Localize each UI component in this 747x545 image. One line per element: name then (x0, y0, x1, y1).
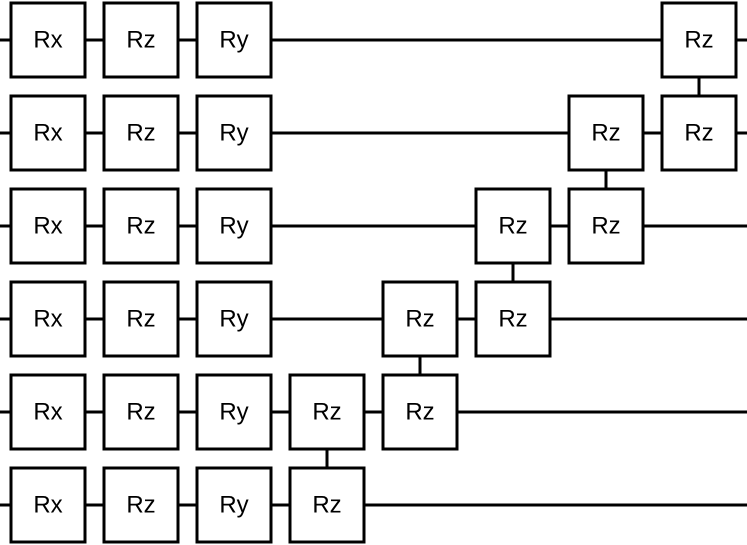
gate-box (102, 466, 180, 544)
gate-label: Rz (126, 491, 155, 518)
gate-box (288, 373, 366, 451)
gate-box (381, 373, 459, 451)
gate-rx-q3-c0: Rx (9, 280, 87, 358)
gate-rz-q3-c1: Rz (102, 280, 180, 358)
gate-rx-q1-c0: Rx (9, 94, 87, 172)
gate-label: Rz (312, 491, 341, 518)
gate-rz-q5-c1: Rz (102, 466, 180, 544)
gate-label: Rz (498, 305, 527, 332)
gate-label: Rx (33, 491, 62, 518)
gate-box (474, 187, 552, 265)
gate-label: Rz (126, 119, 155, 146)
gate-box (288, 466, 366, 544)
gate-box (567, 187, 645, 265)
gate-rx-q2-c0: Rx (9, 187, 87, 265)
gate-box (9, 1, 87, 79)
gate-box (102, 280, 180, 358)
gate-box (195, 1, 273, 79)
gate-label: Ry (219, 119, 248, 146)
gate-ry-q5-c2: Ry (195, 466, 273, 544)
gate-rz-q3-c5: Rz (474, 280, 552, 358)
gate-rz-q2-c1: Rz (102, 187, 180, 265)
gate-box (102, 94, 180, 172)
gate-ry-q0-c2: Ry (195, 1, 273, 79)
gate-label: Rx (33, 119, 62, 146)
gate-box (567, 94, 645, 172)
gate-rx-q4-c0: Rx (9, 373, 87, 451)
gate-label: Rz (684, 119, 713, 146)
gate-label: Ry (219, 305, 248, 332)
gate-label: Rz (126, 305, 155, 332)
gate-rz-q0-c1: Rz (102, 1, 180, 79)
gate-box (660, 1, 738, 79)
gate-label: Rz (591, 119, 620, 146)
gate-label: Ry (219, 398, 248, 425)
gate-rz-q0-c7: Rz (660, 1, 738, 79)
gate-rz-q4-c3: Rz (288, 373, 366, 451)
gate-label: Rz (126, 212, 155, 239)
gate-rx-q5-c0: Rx (9, 466, 87, 544)
gate-ry-q3-c2: Ry (195, 280, 273, 358)
gate-rz-q1-c6: Rz (567, 94, 645, 172)
gate-box (9, 94, 87, 172)
gate-ry-q2-c2: Ry (195, 187, 273, 265)
gate-rz-q4-c1: Rz (102, 373, 180, 451)
gate-rz-q5-c3: Rz (288, 466, 366, 544)
gate-box (195, 187, 273, 265)
gate-box (195, 94, 273, 172)
gate-label: Rz (591, 212, 620, 239)
gate-box (195, 466, 273, 544)
gate-label: Rz (312, 398, 341, 425)
gate-rz-q1-c1: Rz (102, 94, 180, 172)
gate-label: Rz (684, 26, 713, 53)
gate-ry-q1-c2: Ry (195, 94, 273, 172)
gate-label: Rz (126, 398, 155, 425)
gate-label: Rx (33, 26, 62, 53)
gate-box (195, 373, 273, 451)
gate-rz-q4-c4: Rz (381, 373, 459, 451)
gate-ry-q4-c2: Ry (195, 373, 273, 451)
gate-box (9, 373, 87, 451)
gate-label: Rz (405, 398, 434, 425)
gate-rz-q2-c6: Rz (567, 187, 645, 265)
gate-label: Rx (33, 305, 62, 332)
gate-rx-q0-c0: Rx (9, 1, 87, 79)
gate-rz-q3-c4: Rz (381, 280, 459, 358)
gate-rz-q2-c5: Rz (474, 187, 552, 265)
gate-box (474, 280, 552, 358)
gate-label: Rx (33, 212, 62, 239)
gate-box (195, 280, 273, 358)
gate-rz-q1-c7: Rz (660, 94, 738, 172)
gate-box (381, 280, 459, 358)
gate-label: Rz (126, 26, 155, 53)
gate-box (9, 280, 87, 358)
gate-box (102, 373, 180, 451)
gate-box (9, 187, 87, 265)
gate-label: Ry (219, 212, 248, 239)
gate-label: Rx (33, 398, 62, 425)
gate-box (660, 94, 738, 172)
gate-label: Rz (405, 305, 434, 332)
gate-box (102, 187, 180, 265)
gate-label: Ry (219, 491, 248, 518)
gate-connections (325, 77, 701, 468)
gate-box (102, 1, 180, 79)
gate-label: Ry (219, 26, 248, 53)
gate-box (9, 466, 87, 544)
gate-label: Rz (498, 212, 527, 239)
